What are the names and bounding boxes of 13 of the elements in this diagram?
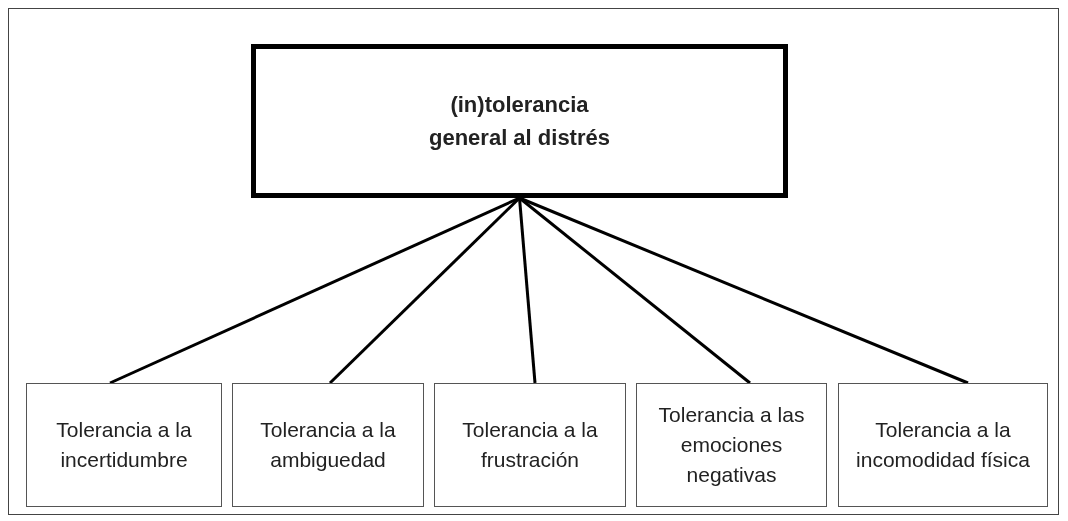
facet-box	[636, 383, 827, 507]
facet-box	[838, 383, 1048, 507]
facet-label: Tolerancia a la incomodidad física	[855, 417, 1031, 473]
facet-label: Tolerancia a la frustración	[461, 417, 599, 473]
facet-box	[232, 383, 424, 507]
facet-box	[434, 383, 626, 507]
facet-label: Tolerancia a las emociones negativas	[657, 402, 806, 488]
facet-label: Tolerancia a la incertidumbre	[55, 417, 193, 473]
facet-label: Tolerancia a la ambiguedad	[259, 417, 397, 473]
connector-line	[518, 197, 537, 384]
facet-box	[26, 383, 222, 507]
main-concept-box	[251, 44, 788, 198]
concept-title: (in)tolerancia general al distrés	[428, 91, 611, 152]
